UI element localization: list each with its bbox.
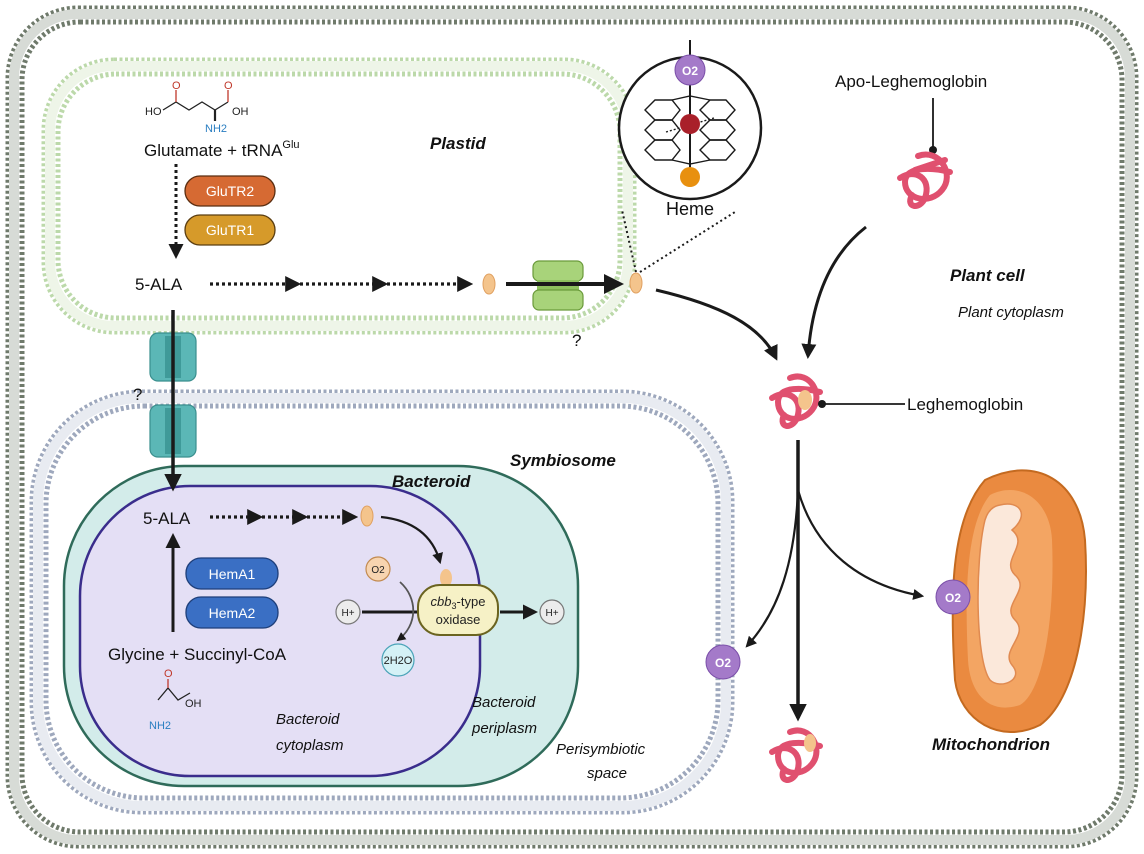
glycine-structure: O OH NH2 [149, 668, 202, 732]
cbb3-oxidase: cbb3-type oxidase [417, 584, 499, 636]
svg-text:HemA2: HemA2 [209, 605, 256, 621]
bacteroid-5ala-label: 5-ALA [143, 509, 191, 528]
unknown-transporter-symbiosome: ? [133, 385, 142, 404]
h-plus-cytoplasm: H+ [335, 599, 361, 625]
leghemoglobin-pointer-dot [818, 400, 826, 408]
svg-text:GluTR2: GluTR2 [206, 183, 254, 199]
bacteroid-substrate-label: Glycine + Succinyl-CoA [108, 645, 287, 664]
mitochondrion [951, 469, 1087, 734]
heme-to-oxidase-arrow [380, 515, 443, 565]
svg-text:2H2O: 2H2O [384, 655, 413, 667]
o2-reduction-arrow [396, 581, 415, 642]
hema2-enzyme: HemA2 [185, 596, 279, 629]
heme-to-leghemoglobin-arrow [655, 288, 778, 361]
mitochondrion-label: Mitochondrion [932, 735, 1050, 754]
o2-mitochondrion: O2 [935, 579, 971, 615]
o2-symbiosome: O2 [705, 644, 741, 680]
leghemoglobin-heme [798, 390, 812, 410]
h-plus-periplasm: H+ [539, 599, 565, 625]
o2-bacteroid: O2 [365, 556, 391, 582]
glutr1-enzyme: GluTR1 [184, 214, 276, 246]
svg-text:O2: O2 [945, 591, 961, 605]
perisymbiotic-label-1: Perisymbiotic [556, 741, 646, 758]
heme-inset-pointer-left [621, 209, 637, 273]
plant-cytoplasm-label: Plant cytoplasm [958, 304, 1064, 321]
glutr2-enzyme: GluTR2 [184, 175, 276, 207]
svg-text:NH2: NH2 [149, 720, 171, 732]
svg-text:O2: O2 [715, 656, 731, 670]
heme-label: Heme [666, 199, 714, 219]
bacteroid-cytoplasm-label-1: Bacteroid [276, 711, 340, 728]
glutamate-structure: O O HO OH NH2 [145, 80, 249, 135]
leghemoglobin-bottom-heme [804, 734, 816, 752]
plastid-5ala-label: 5-ALA [135, 275, 183, 294]
bacteroid-cytoplasm [78, 484, 482, 778]
heme-group-plastid [482, 273, 496, 295]
water-molecule: 2H2O [381, 643, 415, 677]
svg-text:HemA1: HemA1 [209, 566, 256, 582]
plant-cell-membrane [5, 5, 1139, 849]
svg-text:OH: OH [185, 698, 202, 710]
heme-o2-label: O2 [682, 64, 698, 78]
heme-group-bacteroid [360, 505, 374, 527]
leghemoglobin-protein [769, 373, 823, 429]
svg-text:oxidase: oxidase [436, 612, 481, 627]
glutamate-o2-label: O [224, 80, 233, 92]
leghemoglobin-label: Leghemoglobin [907, 395, 1023, 414]
plastid-label: Plastid [430, 134, 486, 153]
hema1-enzyme: HemA1 [185, 557, 279, 590]
plastid-substrate-label: Glutamate + tRNAGlu [144, 139, 300, 160]
heme-inset: O2 Heme [617, 40, 763, 219]
plant-cell-label: Plant cell [950, 266, 1026, 285]
apo-leghemoglobin-protein [897, 151, 953, 209]
bacteroid-cytoplasm-label-2: cytoplasm [276, 737, 344, 754]
svg-text:GluTR1: GluTR1 [206, 222, 254, 238]
svg-text:O2: O2 [371, 565, 385, 576]
symbiosome-label: Symbiosome [510, 451, 616, 470]
symbiosome-membrane [29, 389, 735, 815]
apo-leghemoglobin-pointer-dot [929, 146, 937, 154]
perisymbiotic-label-2: space [587, 765, 627, 782]
svg-text:O: O [164, 668, 173, 680]
glutamate-o-label: O [172, 80, 181, 92]
glutamate-ho-label: HO [145, 106, 162, 118]
svg-text:cbb3-type: cbb3-type [431, 594, 486, 611]
glutamate-oh-label: OH [232, 106, 249, 118]
o2-to-mitochondrion-arrow [796, 489, 925, 600]
apo-to-leghemoglobin-arrow [801, 225, 867, 359]
svg-text:H+: H+ [341, 608, 354, 619]
heme-group-cytoplasm [629, 272, 643, 294]
bacteroid-periplasm-label-2: periplasm [471, 720, 537, 737]
bacteroid-periplasm-label-1: Bacteroid [472, 694, 536, 711]
bacteroid-label: Bacteroid [392, 472, 471, 491]
apo-leghemoglobin-label: Apo-Leghemoglobin [835, 72, 987, 91]
glutamate-nh2-label: NH2 [205, 123, 227, 135]
heme-inset-pointer-right [639, 211, 736, 273]
oxidase-heme [440, 569, 452, 587]
unknown-transporter-plastid: ? [572, 331, 581, 350]
svg-text:H+: H+ [545, 608, 558, 619]
plastid-membrane [41, 57, 637, 335]
o2-to-symbiosome-arrow [745, 489, 800, 648]
